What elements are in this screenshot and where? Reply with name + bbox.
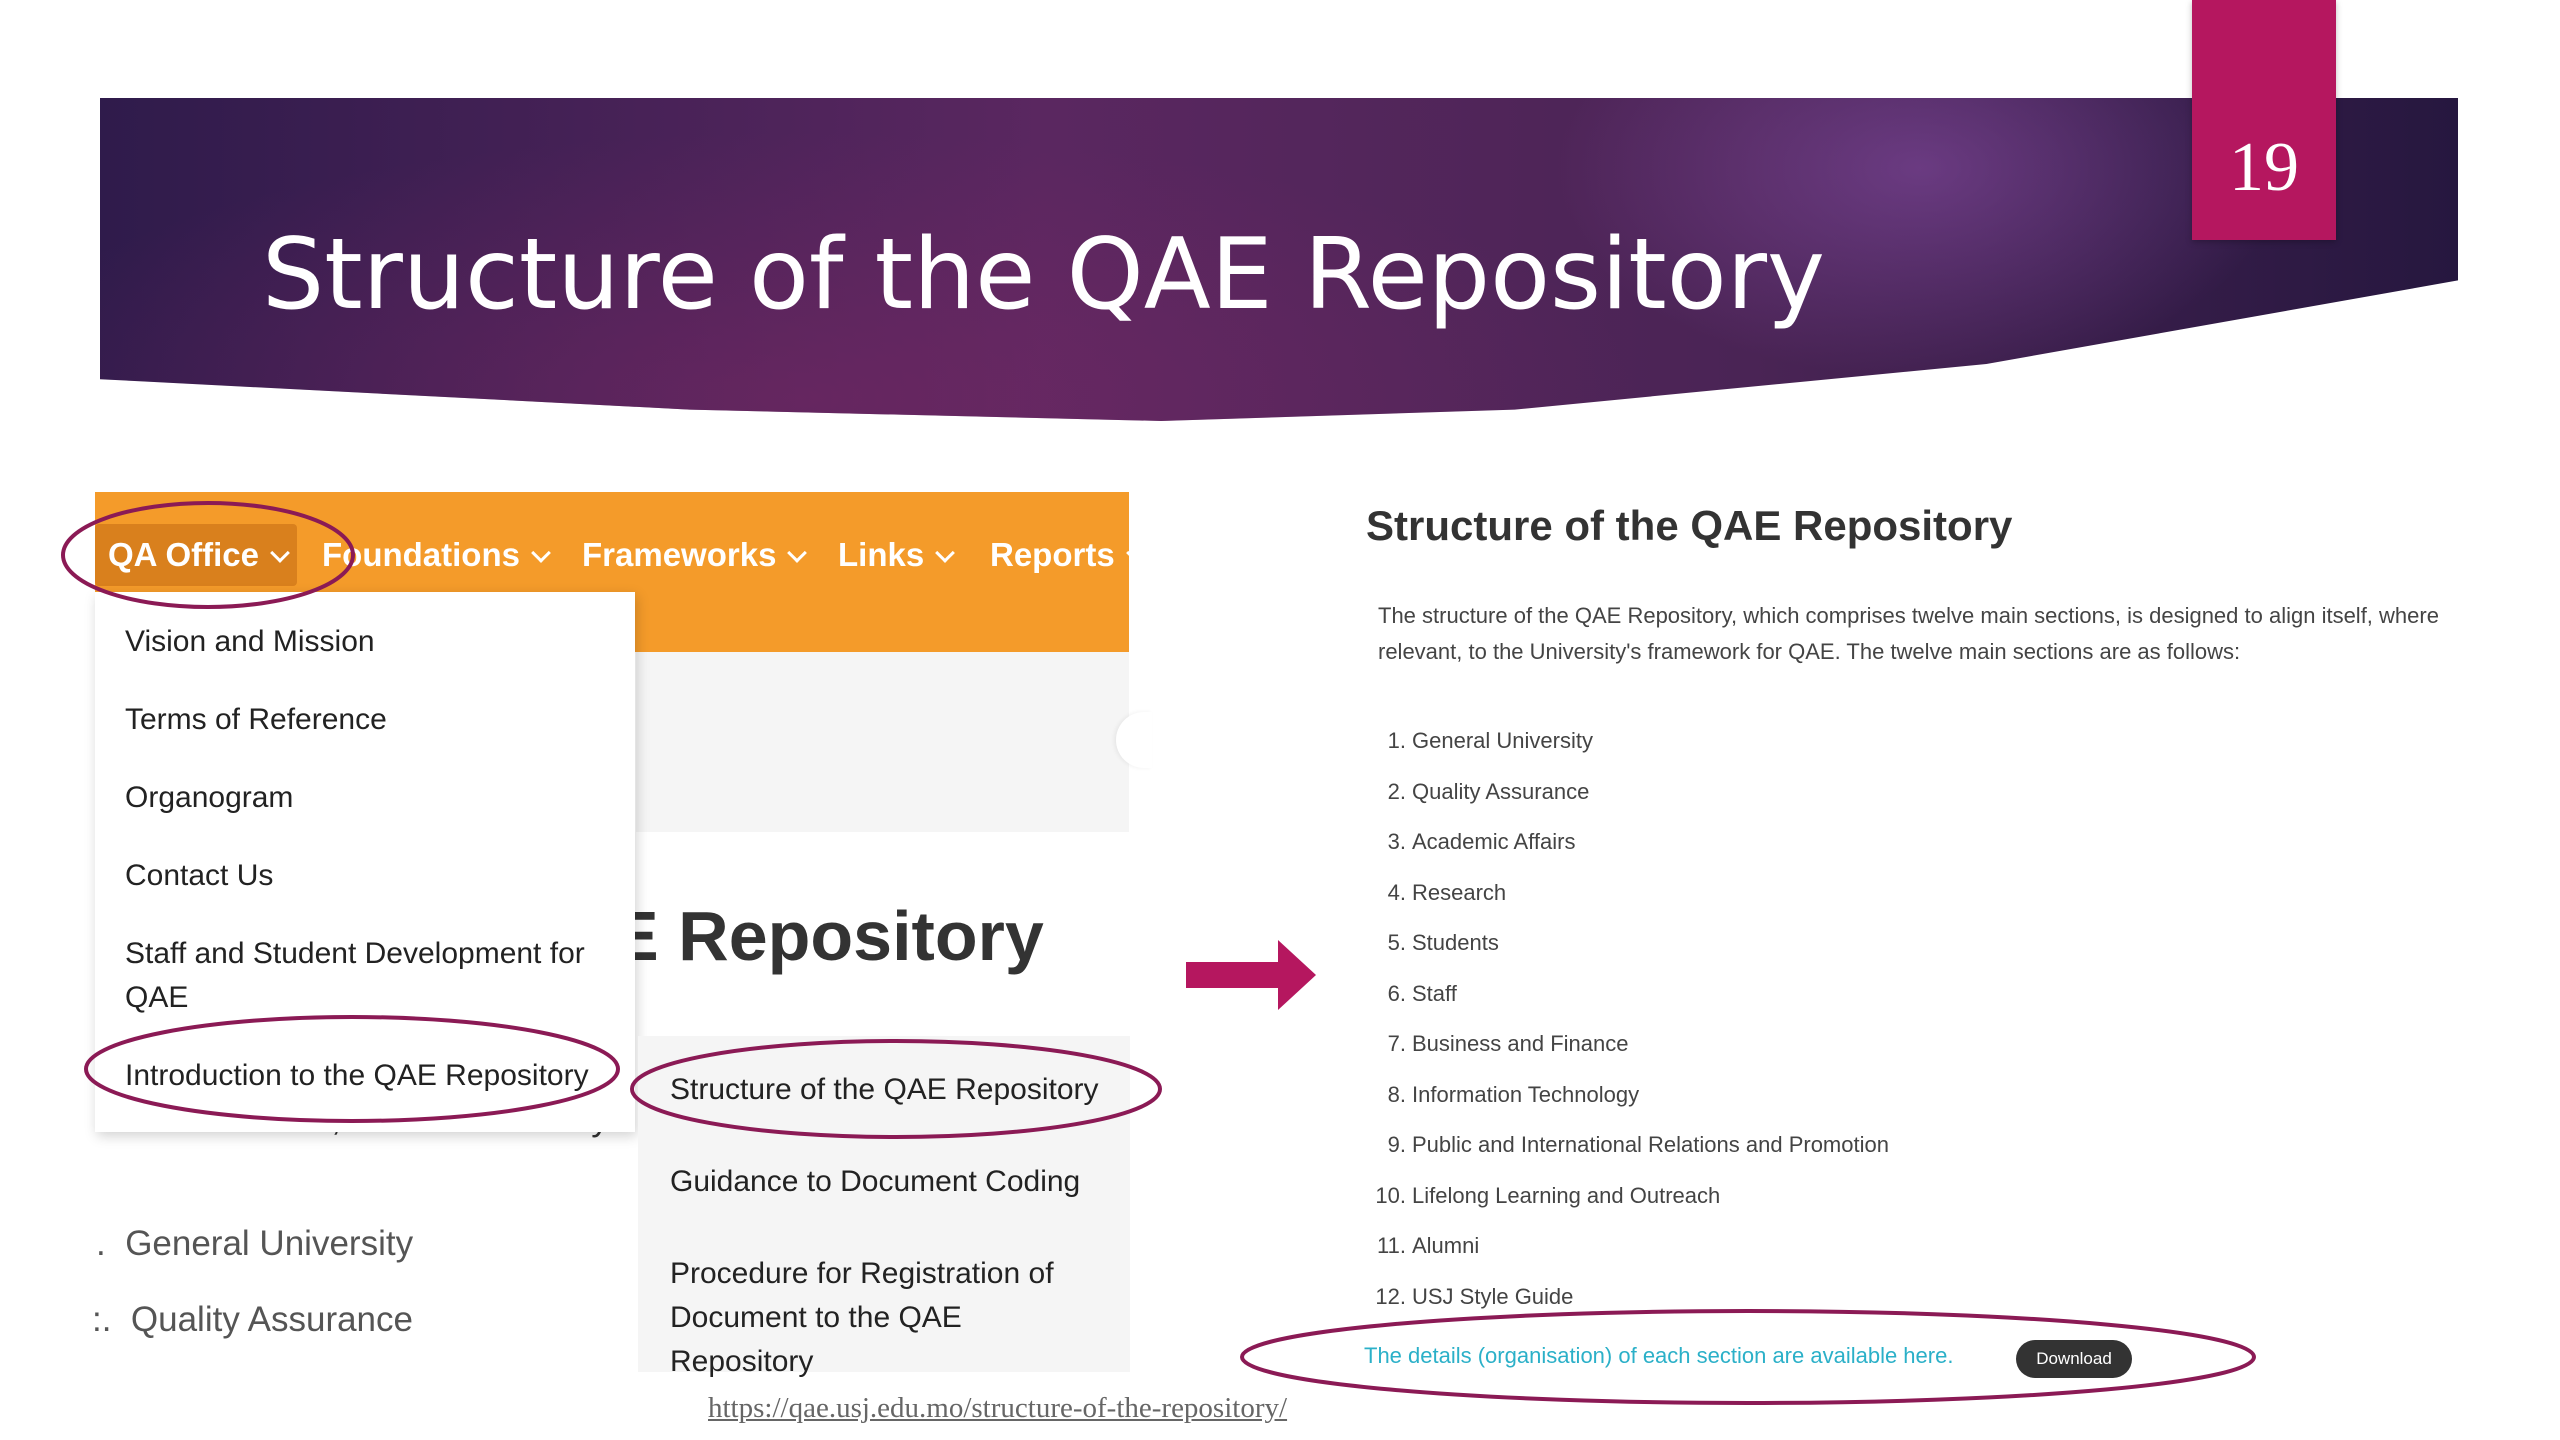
page-number: 19	[2229, 129, 2299, 206]
list-item: 5.Students	[1387, 930, 1499, 955]
dropdown-item-intro[interactable]: Introduction to the QAE Repository	[125, 1059, 589, 1092]
dropdown-item-staff-dev[interactable]: Staff and Student Development for QAE	[125, 937, 585, 1014]
source-url-link[interactable]: https://qae.usj.edu.mo/structure-of-the-…	[708, 1392, 1288, 1424]
list-item: 12.USJ Style Guide	[1375, 1283, 1574, 1309]
list-item: 2.Quality Assurance	[1387, 778, 1590, 804]
chevron-down-icon	[787, 543, 808, 563]
nav-label: Reports	[990, 536, 1115, 573]
chevron-down-icon	[1125, 543, 1129, 563]
nav-foundations[interactable]: Foundations	[322, 536, 551, 574]
dropdown-item-organogram[interactable]: Organogram	[125, 781, 294, 814]
list-item: 1.General University	[1387, 728, 1593, 753]
sections-list: 1.General University 2.Quality Assurance…	[1366, 716, 1889, 1322]
details-link[interactable]: The details (organisation) of each secti…	[1364, 1343, 1954, 1368]
nav-label: QA Office	[108, 536, 259, 573]
dropdown-item-terms[interactable]: Terms of Reference	[125, 703, 387, 736]
nav-reports[interactable]: Reports	[990, 536, 1129, 574]
list-item: 8.Information Technology	[1387, 1081, 1640, 1107]
panel-intro: The structure of the QAE Repository, whi…	[1378, 603, 2439, 664]
nav-qa-office[interactable]: QA Office	[108, 536, 290, 574]
list-item: 6.Staff	[1387, 980, 1457, 1006]
bg-list-item: . General University	[96, 1224, 414, 1263]
nav-label: Foundations	[322, 536, 520, 573]
list-item: 10.Lifelong Learning and Outreach	[1375, 1182, 1721, 1208]
submenu-item-guidance[interactable]: Guidance to Document Coding	[670, 1165, 1081, 1198]
list-item: 7.Business and Finance	[1387, 1031, 1629, 1056]
slide-title: Structure of the QAE Repository	[262, 218, 1825, 332]
page-number-box	[2192, 0, 2336, 240]
submenu-item-structure[interactable]: Structure of the QAE Repository	[670, 1073, 1099, 1106]
submenu-item-procedure[interactable]: Procedure for Registration of Document t…	[670, 1257, 1054, 1378]
nav-links[interactable]: Links	[838, 536, 956, 574]
page-heading-fragment: E Repository	[612, 897, 1044, 975]
dropdown-item-vision[interactable]: Vision and Mission	[125, 625, 375, 658]
chevron-down-icon	[935, 543, 956, 563]
nav-frameworks[interactable]: Frameworks	[582, 536, 808, 574]
list-item: 11.Alumni	[1377, 1233, 1480, 1258]
list-item: 9.Public and International Relations and…	[1387, 1132, 1889, 1157]
list-item: 3.Academic Affairs	[1387, 829, 1576, 854]
list-item: 4.Research	[1387, 879, 1507, 905]
dropdown-item-contact[interactable]: Contact Us	[125, 859, 274, 892]
nav-label: Frameworks	[582, 536, 777, 573]
panel-title: Structure of the QAE Repository	[1366, 502, 2013, 549]
bg-list-item: :. Quality Assurance	[92, 1300, 413, 1339]
arrow-right-icon	[1186, 940, 1316, 1010]
download-button[interactable]: Download	[2016, 1340, 2132, 1378]
page-gray-area	[636, 652, 1129, 832]
nav-label: Links	[838, 536, 925, 573]
chevron-down-icon	[270, 543, 290, 563]
chevron-down-icon	[531, 543, 551, 563]
